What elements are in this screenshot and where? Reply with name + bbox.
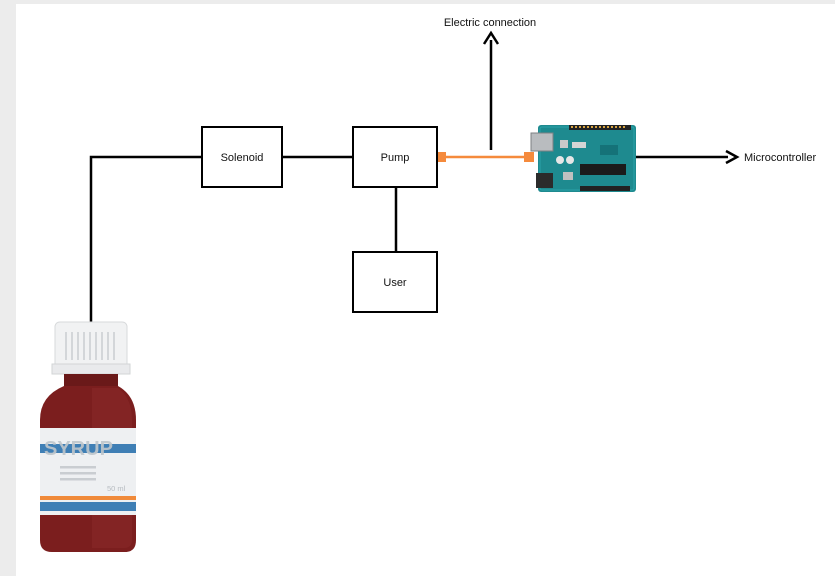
user-node: User (353, 252, 437, 312)
electric-link-end-right (524, 152, 534, 162)
bottle-brand-text: SYRUP (44, 438, 113, 460)
arduino-board-icon (531, 125, 636, 192)
microcontroller-label: Microcontroller (744, 152, 816, 164)
pump-node: Pump (353, 127, 437, 187)
electric-link (436, 152, 534, 162)
pump-label: Pump (381, 152, 410, 164)
syrup-bottle-icon: SYRUP 50 ml (40, 322, 136, 552)
user-label: User (383, 277, 407, 289)
bottle-volume-text: 50 ml (107, 484, 126, 493)
electric-connection-label: Electric connection (444, 17, 536, 29)
solenoid-label: Solenoid (221, 152, 264, 164)
bottle-to-solenoid-line (91, 157, 202, 324)
solenoid-node: Solenoid (202, 127, 282, 187)
